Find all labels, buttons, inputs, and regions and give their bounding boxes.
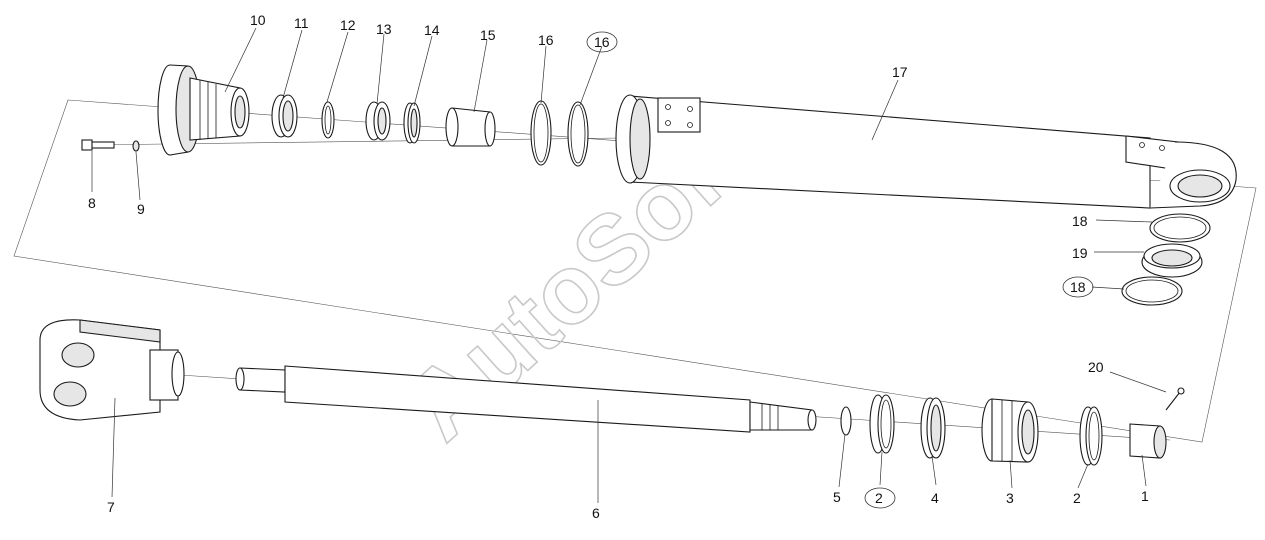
- label-9: 9: [137, 201, 145, 217]
- label-18b: 18: [1070, 279, 1086, 295]
- part-20-cotter-pin: [1165, 387, 1185, 411]
- part-6-piston-rod: [235, 365, 817, 433]
- part-18-snap-ring-b: [1121, 276, 1183, 306]
- part-8-bolt: [81, 139, 115, 151]
- leader-lines: [91, 27, 1167, 503]
- label-17: 17: [892, 64, 908, 80]
- label-3: 3: [1006, 490, 1014, 506]
- part-2-guide-ring-a: [869, 394, 895, 454]
- part-17-cylinder-barrel: [615, 94, 1237, 209]
- label-4: 4: [931, 490, 939, 506]
- circled-marker-2: [864, 487, 896, 509]
- label-2a: 2: [875, 490, 883, 506]
- circled-marker-18: [1062, 276, 1094, 298]
- label-16b: 16: [594, 34, 610, 50]
- label-18a: 18: [1072, 213, 1088, 229]
- label-11: 11: [294, 15, 309, 31]
- label-5: 5: [833, 489, 841, 505]
- label-16a: 16: [538, 32, 554, 48]
- part-19-bearing: [1141, 243, 1203, 278]
- label-6: 6: [592, 505, 600, 521]
- part-11-seal: [271, 94, 298, 138]
- part-4-seal: [920, 397, 946, 459]
- part-7-clevis: [39, 319, 185, 421]
- part-9-washer: [132, 140, 140, 152]
- part-3-piston: [981, 398, 1039, 463]
- part-16-oring-b: [567, 101, 589, 167]
- label-7: 7: [107, 499, 115, 515]
- label-13: 13: [376, 21, 392, 37]
- part-10-cylinder-head: [157, 64, 250, 156]
- part-5-oring: [840, 406, 852, 436]
- part-1-castle-nut: [1129, 423, 1167, 459]
- part-12-ring: [321, 101, 335, 139]
- part-15-sleeve: [445, 107, 496, 147]
- part-2-guide-ring-b: [1079, 406, 1103, 466]
- label-2b: 2: [1073, 490, 1081, 506]
- label-15: 15: [480, 27, 496, 43]
- part-13-bushing: [365, 101, 391, 141]
- part-14-wiper: [403, 102, 421, 144]
- label-8: 8: [88, 195, 96, 211]
- label-12: 12: [340, 17, 356, 33]
- label-14: 14: [424, 22, 440, 38]
- circled-marker-16: [586, 31, 618, 53]
- label-1: 1: [1141, 488, 1149, 504]
- label-10: 10: [250, 12, 266, 28]
- label-19: 19: [1072, 245, 1088, 261]
- label-20: 20: [1088, 359, 1104, 375]
- part-18-snap-ring-a: [1149, 213, 1211, 243]
